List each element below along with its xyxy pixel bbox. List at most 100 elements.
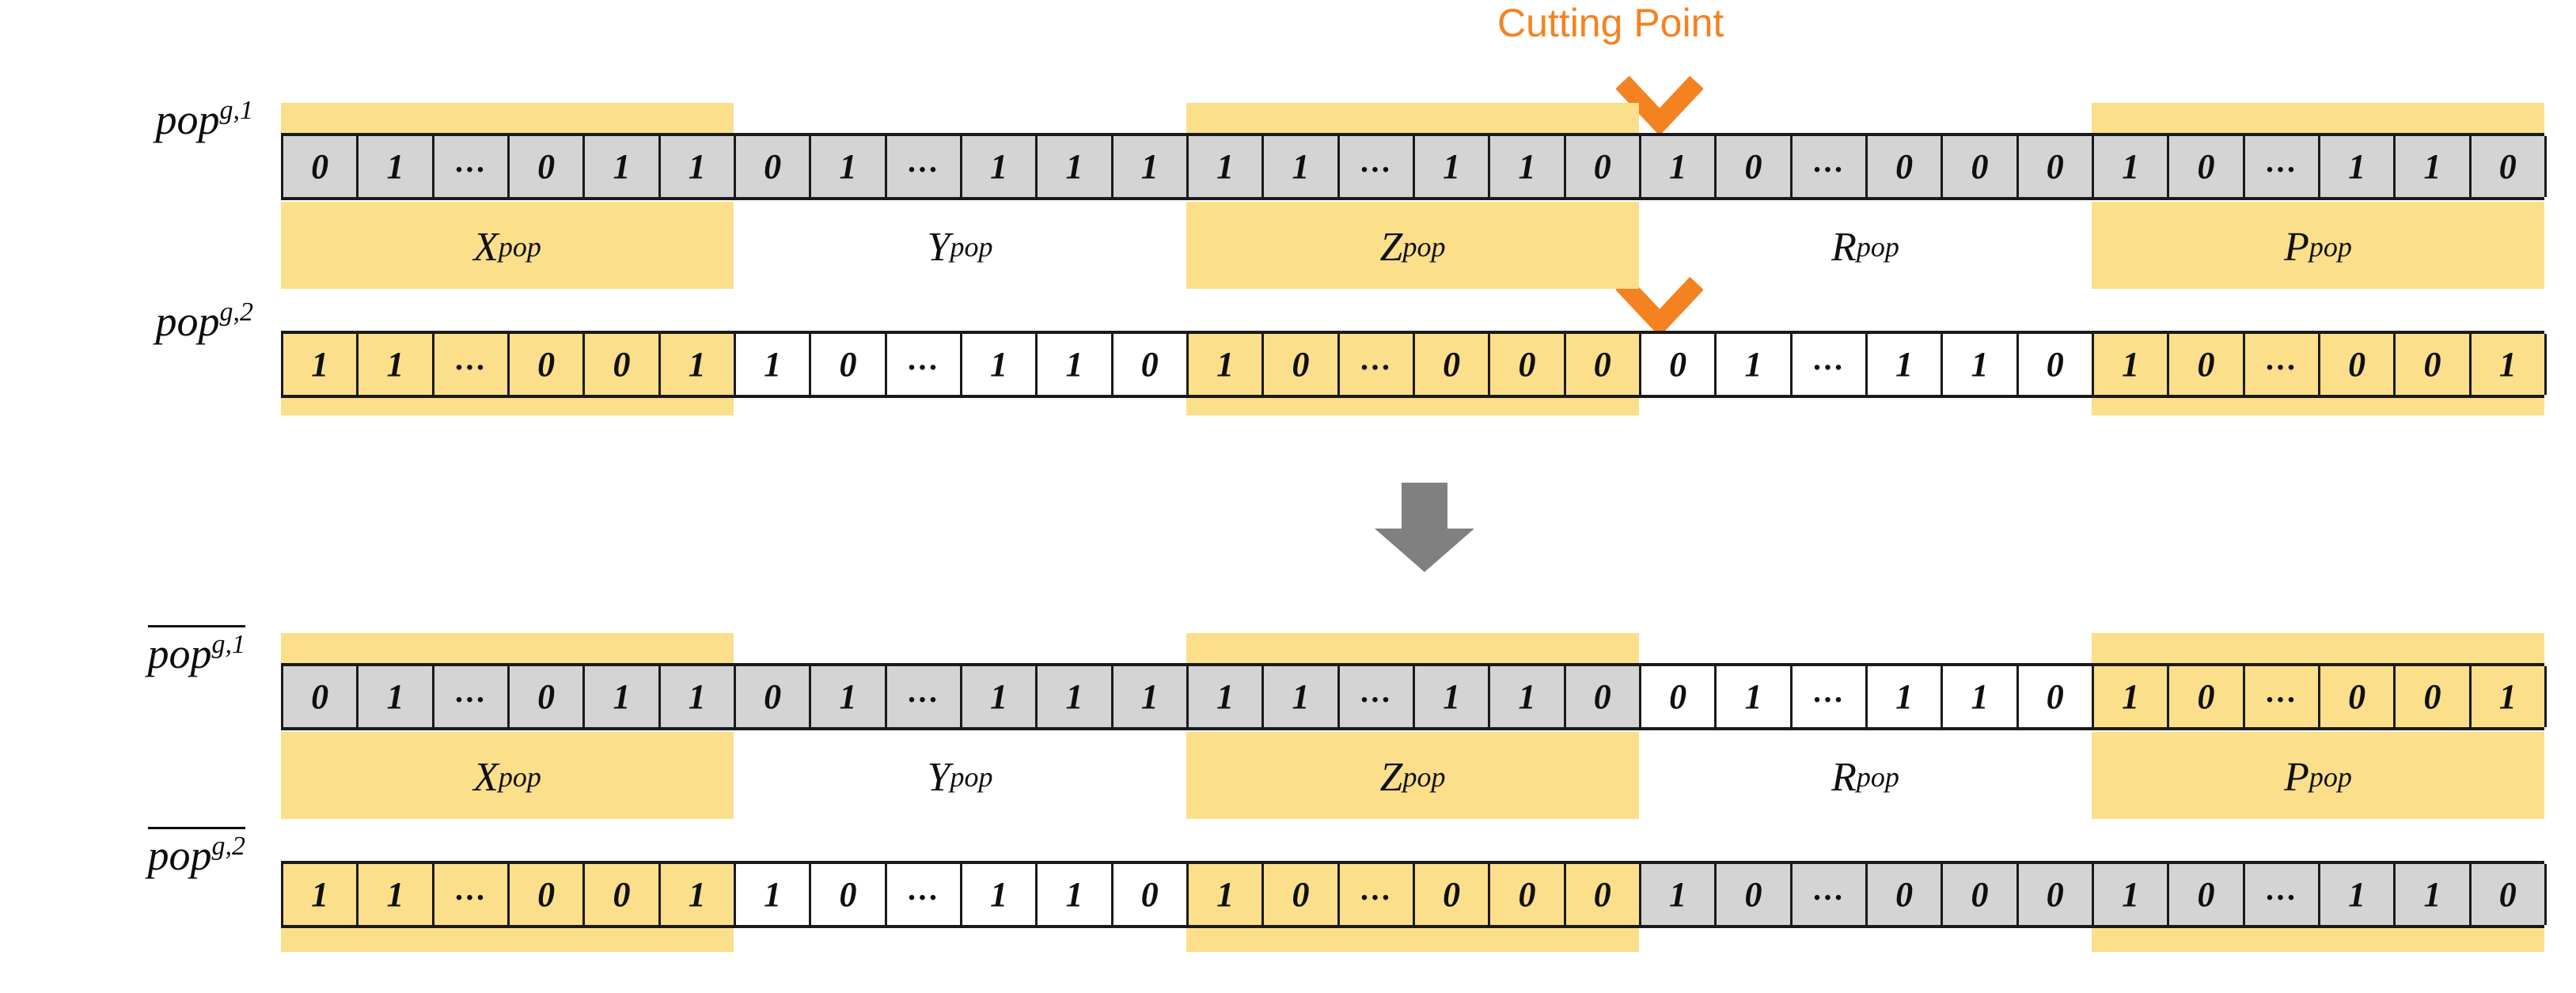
gene-cell: 1: [1639, 864, 1717, 925]
gene-cell: 0: [1714, 864, 1793, 925]
highlight-band-p-off-mid: [2092, 732, 2544, 819]
highlight-band-z-bottomtail: [1186, 398, 1639, 415]
gene-cell: 0: [1412, 334, 1491, 395]
row-label-parent-2-base: pop: [155, 298, 220, 345]
gene-cell: …: [884, 666, 962, 727]
gene-cell: 1: [1186, 666, 1265, 727]
gene-cell: …: [431, 666, 510, 727]
gene-cell: 1: [582, 136, 661, 197]
gene-cell: 1: [658, 334, 736, 395]
gene-cell: 0: [809, 334, 887, 395]
gene-cell: 1: [356, 136, 434, 197]
gene-cell: 0: [1865, 136, 1944, 197]
gene-cell: …: [431, 864, 510, 925]
gene-cell: 0: [281, 136, 359, 197]
row-label-parent-2-sup: g,2: [219, 298, 254, 327]
gene-cell: …: [1789, 334, 1868, 395]
row-label-offspring-2: popg,2: [8, 827, 245, 880]
gene-cell: 1: [1110, 136, 1189, 197]
gene-cell: …: [1789, 864, 1868, 925]
row-label-parent-1-sup: g,1: [219, 96, 254, 125]
highlight-band-z-top: [1186, 103, 1639, 138]
gene-cell: 1: [1412, 666, 1491, 727]
gene-cell: 0: [582, 864, 661, 925]
gene-cell: 0: [2016, 334, 2094, 395]
row-label-offspring-1-sup: g,1: [211, 630, 246, 659]
gene-cell: 1: [2317, 136, 2396, 197]
gene-cell: 1: [1412, 136, 1491, 197]
gene-cell: 0: [1639, 666, 1717, 727]
gene-cell: 1: [1261, 136, 1340, 197]
highlight-band-x-off-mid: [281, 732, 734, 819]
gene-cell: 1: [1186, 864, 1265, 925]
gene-cell: 0: [506, 864, 586, 925]
gene-cell: 0: [1261, 864, 1340, 925]
gene-cell: …: [431, 334, 510, 395]
gene-cell: 1: [281, 334, 359, 395]
gene-cell: 0: [2167, 334, 2245, 395]
gene-cell: 0: [2317, 334, 2396, 395]
gene-cell: 1: [809, 666, 887, 727]
gene-cell: 0: [2016, 666, 2094, 727]
gene-cell: 0: [2468, 864, 2547, 925]
gene-cell: 0: [281, 666, 359, 727]
gene-cell: 1: [1110, 666, 1189, 727]
gene-cell: 0: [1563, 136, 1641, 197]
gene-cell: …: [2242, 864, 2320, 925]
gene-cell: 1: [1941, 666, 2019, 727]
cutting-point-label: Cutting Point: [1497, 1, 1724, 45]
gene-cell: 1: [356, 864, 434, 925]
highlight-band-p-off-top: [2092, 633, 2544, 665]
gene-cell: 0: [1412, 864, 1491, 925]
gene-cell: 1: [734, 864, 812, 925]
gene-cell: …: [884, 864, 962, 925]
gene-cell: 0: [2468, 136, 2547, 197]
gene-cell: 0: [2393, 666, 2472, 727]
gene-cell: 0: [734, 666, 812, 727]
gene-cell: 1: [1714, 666, 1793, 727]
row-label-offspring-1: popg,1: [8, 625, 245, 678]
highlight-band-x-bottomtail: [281, 398, 734, 415]
gene-cell: …: [2242, 136, 2320, 197]
gene-cell: 0: [506, 136, 586, 197]
highlight-band-z-off-mid: [1186, 732, 1639, 819]
gene-cell: …: [431, 136, 510, 197]
gene-cell: 1: [959, 334, 1038, 395]
row-label-parent-1-base: pop: [155, 96, 220, 143]
gene-cell: …: [2242, 334, 2320, 395]
gene-cell: 0: [809, 864, 887, 925]
highlight-band-z-off-tail: [1186, 928, 1639, 952]
gene-cell: 1: [1261, 666, 1340, 727]
gene-cell: 1: [2092, 666, 2170, 727]
gene-cell: 1: [809, 136, 887, 197]
gene-cell: 0: [2317, 666, 2396, 727]
gene-cell: 1: [1035, 864, 1113, 925]
row-label-parent-2: popg,2: [16, 297, 254, 346]
gene-cell: 1: [1941, 334, 2019, 395]
row-label-offspring-1-base: pop: [147, 630, 212, 677]
gene-cell: …: [1789, 666, 1868, 727]
gene-cell: 0: [734, 136, 812, 197]
gene-cell: 0: [1563, 864, 1641, 925]
gene-cell: 1: [356, 666, 434, 727]
gene-cell: 1: [1639, 136, 1717, 197]
